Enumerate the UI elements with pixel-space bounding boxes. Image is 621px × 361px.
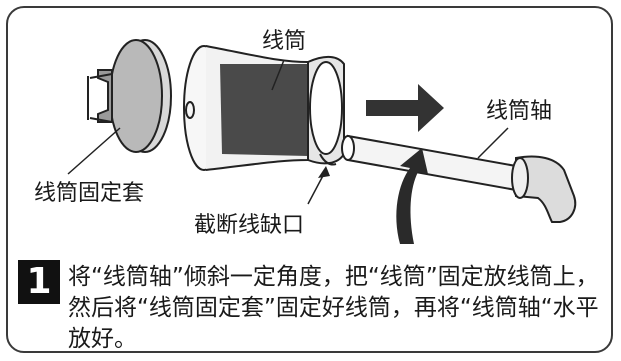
step-instruction-text: 将“线筒轴”倾斜一定角度，把“线筒”固定放线筒上，然后将“线筒固定套”固定好线筒… — [68, 264, 599, 352]
cut-notch-label: 截断线缺口 — [194, 213, 305, 238]
spool-assembly-illustration — [67, 39, 577, 244]
tilt-up-arrow-icon — [396, 148, 428, 244]
spool-axle-drawing — [341, 134, 577, 223]
spool-axle-label: 线筒轴 — [486, 99, 553, 124]
spool-cap-drawing — [87, 39, 172, 153]
move-right-arrow-icon — [366, 84, 444, 132]
spool-drawing — [183, 45, 345, 171]
step-number-badge: 1 — [18, 260, 60, 304]
spool-cap-label: 线筒固定套 — [34, 181, 145, 206]
spool-label: 线筒 — [262, 29, 307, 54]
instruction-card: 线筒 线筒轴 线筒固定套 截断线缺口 1 将“线筒轴”倾斜一定角度，把“线筒”固… — [6, 6, 613, 353]
